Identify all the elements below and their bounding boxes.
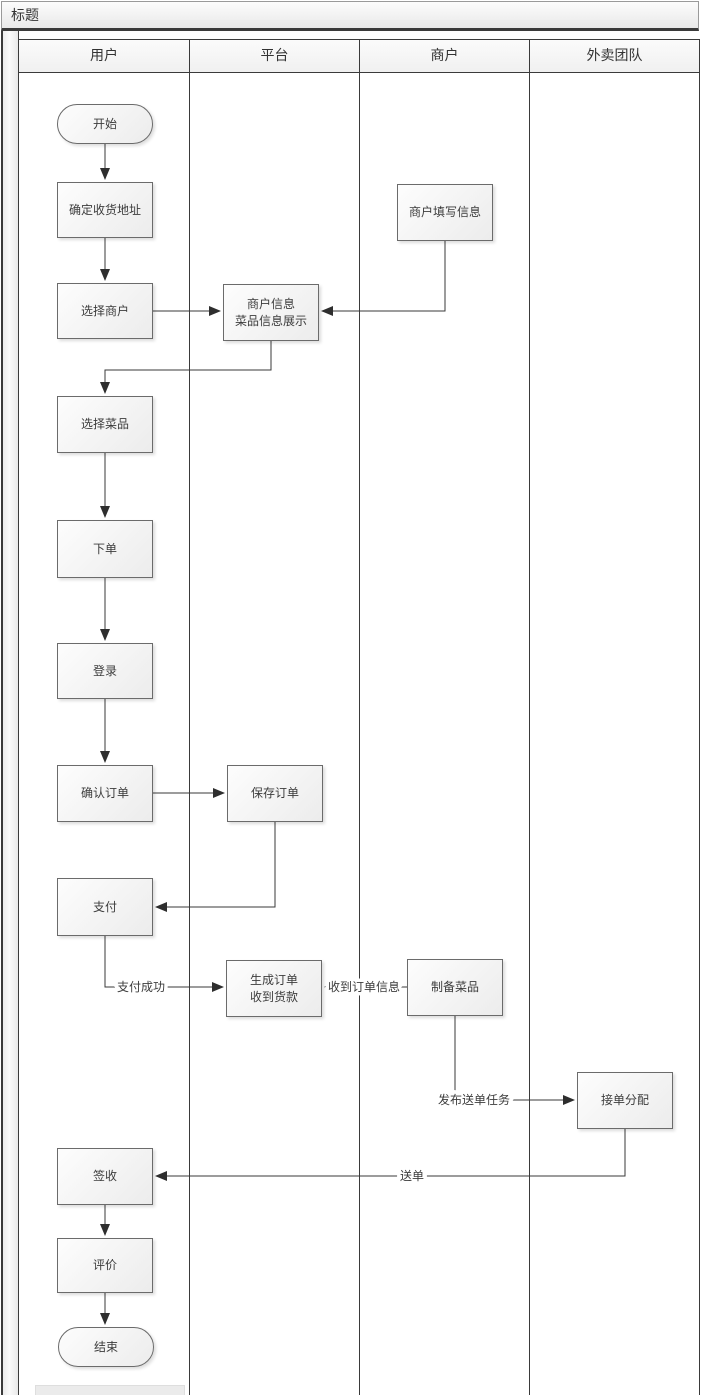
node-end[interactable]: 结束	[58, 1327, 154, 1367]
lane-delivery-team	[529, 73, 700, 1395]
lane-user	[18, 73, 189, 1395]
node-info-display[interactable]: 商户信息菜品信息展示	[223, 284, 319, 341]
node-label-line: 开始	[92, 116, 117, 131]
node-label-line: 签收	[92, 1169, 117, 1183]
node-label-line: 收到货款	[249, 989, 298, 1004]
lane-platform	[189, 73, 359, 1395]
node-label-line: 结束	[93, 1339, 118, 1354]
lane-header-platform: 平台	[189, 39, 359, 73]
node-label-line: 制备菜品	[430, 980, 479, 994]
node-label-line: 接单分配	[600, 1093, 649, 1107]
lane-merchant	[359, 73, 529, 1395]
node-set-address[interactable]: 确定收货地址	[57, 182, 153, 238]
node-label-line: 评价	[92, 1258, 117, 1272]
node-label-line: 下单	[92, 541, 117, 556]
node-merchant-fill-info[interactable]: 商户填写信息	[397, 184, 493, 241]
lane-header-user: 用户	[18, 39, 189, 73]
node-label-line: 登录	[92, 663, 117, 678]
diagram-title-bar: 标题	[1, 1, 699, 31]
node-sign-receipt[interactable]: 签收	[57, 1148, 153, 1205]
node-save-order[interactable]: 保存订单	[227, 765, 323, 822]
node-label-line: 确定收货地址	[68, 202, 141, 217]
node-label-line: 商户填写信息	[408, 205, 481, 219]
node-assign-delivery[interactable]: 接单分配	[577, 1072, 673, 1129]
diagram-title: 标题	[11, 8, 39, 24]
node-prepare-dishes[interactable]: 制备菜品	[407, 959, 503, 1016]
node-start[interactable]: 开始	[57, 104, 153, 144]
node-login[interactable]: 登录	[57, 643, 153, 699]
node-label-line: 选择商户	[80, 303, 129, 318]
lane-header-delivery-team: 外卖团队	[529, 39, 700, 73]
node-generate-order[interactable]: 生成订单收到货款	[226, 960, 322, 1017]
phase-strip	[1, 31, 19, 1395]
lane-header-merchant: 商户	[359, 39, 529, 73]
node-place-order[interactable]: 下单	[57, 520, 153, 578]
node-label-line: 选择菜品	[80, 417, 129, 431]
node-confirm-order[interactable]: 确认订单	[57, 765, 153, 822]
node-label-line: 保存订单	[250, 786, 299, 800]
node-review[interactable]: 评价	[57, 1238, 153, 1293]
node-label-line: 菜品信息展示	[234, 313, 307, 328]
node-pay[interactable]: 支付	[57, 878, 153, 936]
node-label-line: 生成订单	[249, 972, 298, 987]
node-select-dishes[interactable]: 选择菜品	[57, 396, 153, 453]
node-label-line: 确认订单	[80, 786, 129, 800]
node-label-line: 商户信息	[246, 296, 295, 311]
node-select-merchant[interactable]: 选择商户	[57, 283, 153, 339]
node-label-line: 支付	[92, 899, 117, 914]
bottom-partial-bar	[35, 1385, 185, 1395]
